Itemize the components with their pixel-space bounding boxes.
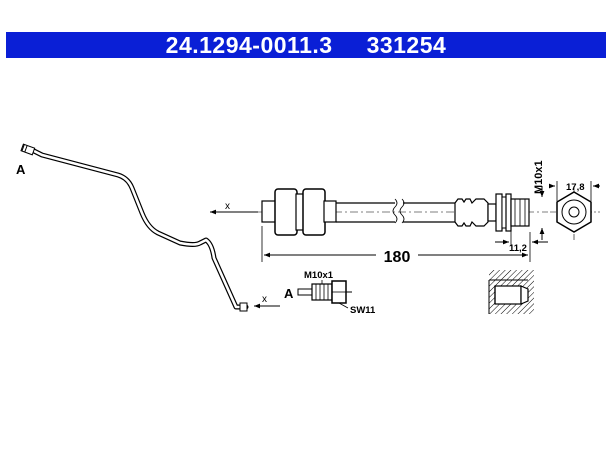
hex-width-value: 17,8 (566, 182, 585, 193)
detail-a-marker-bottom: A (284, 286, 294, 301)
fitting-thread-label: M10x1 (304, 270, 334, 281)
fitting-length-value: 11,2 (509, 243, 527, 254)
wrench-size-label: SW11 (350, 305, 376, 316)
pipe-x-label: x (262, 294, 267, 305)
brake-pipe-drawing (20, 143, 249, 312)
port-section-view (488, 270, 534, 314)
part-number: 24.1294-0011.3 (165, 31, 333, 58)
reference-number: 331254 (366, 31, 447, 58)
hose-x-label: x (225, 201, 230, 212)
hex-end-view (549, 181, 600, 240)
title-banner: 24.1294-0011.3 331254 (6, 32, 606, 58)
total-length-dimension (261, 226, 531, 262)
detail-a-marker-top: A (16, 162, 26, 177)
fitting-length-dimension (495, 230, 548, 246)
total-length-value: 180 (384, 249, 411, 266)
thread-size-vertical: M10x1 (533, 160, 545, 194)
brake-hose-drawing (238, 188, 548, 236)
detail-a-fitting (297, 280, 352, 309)
